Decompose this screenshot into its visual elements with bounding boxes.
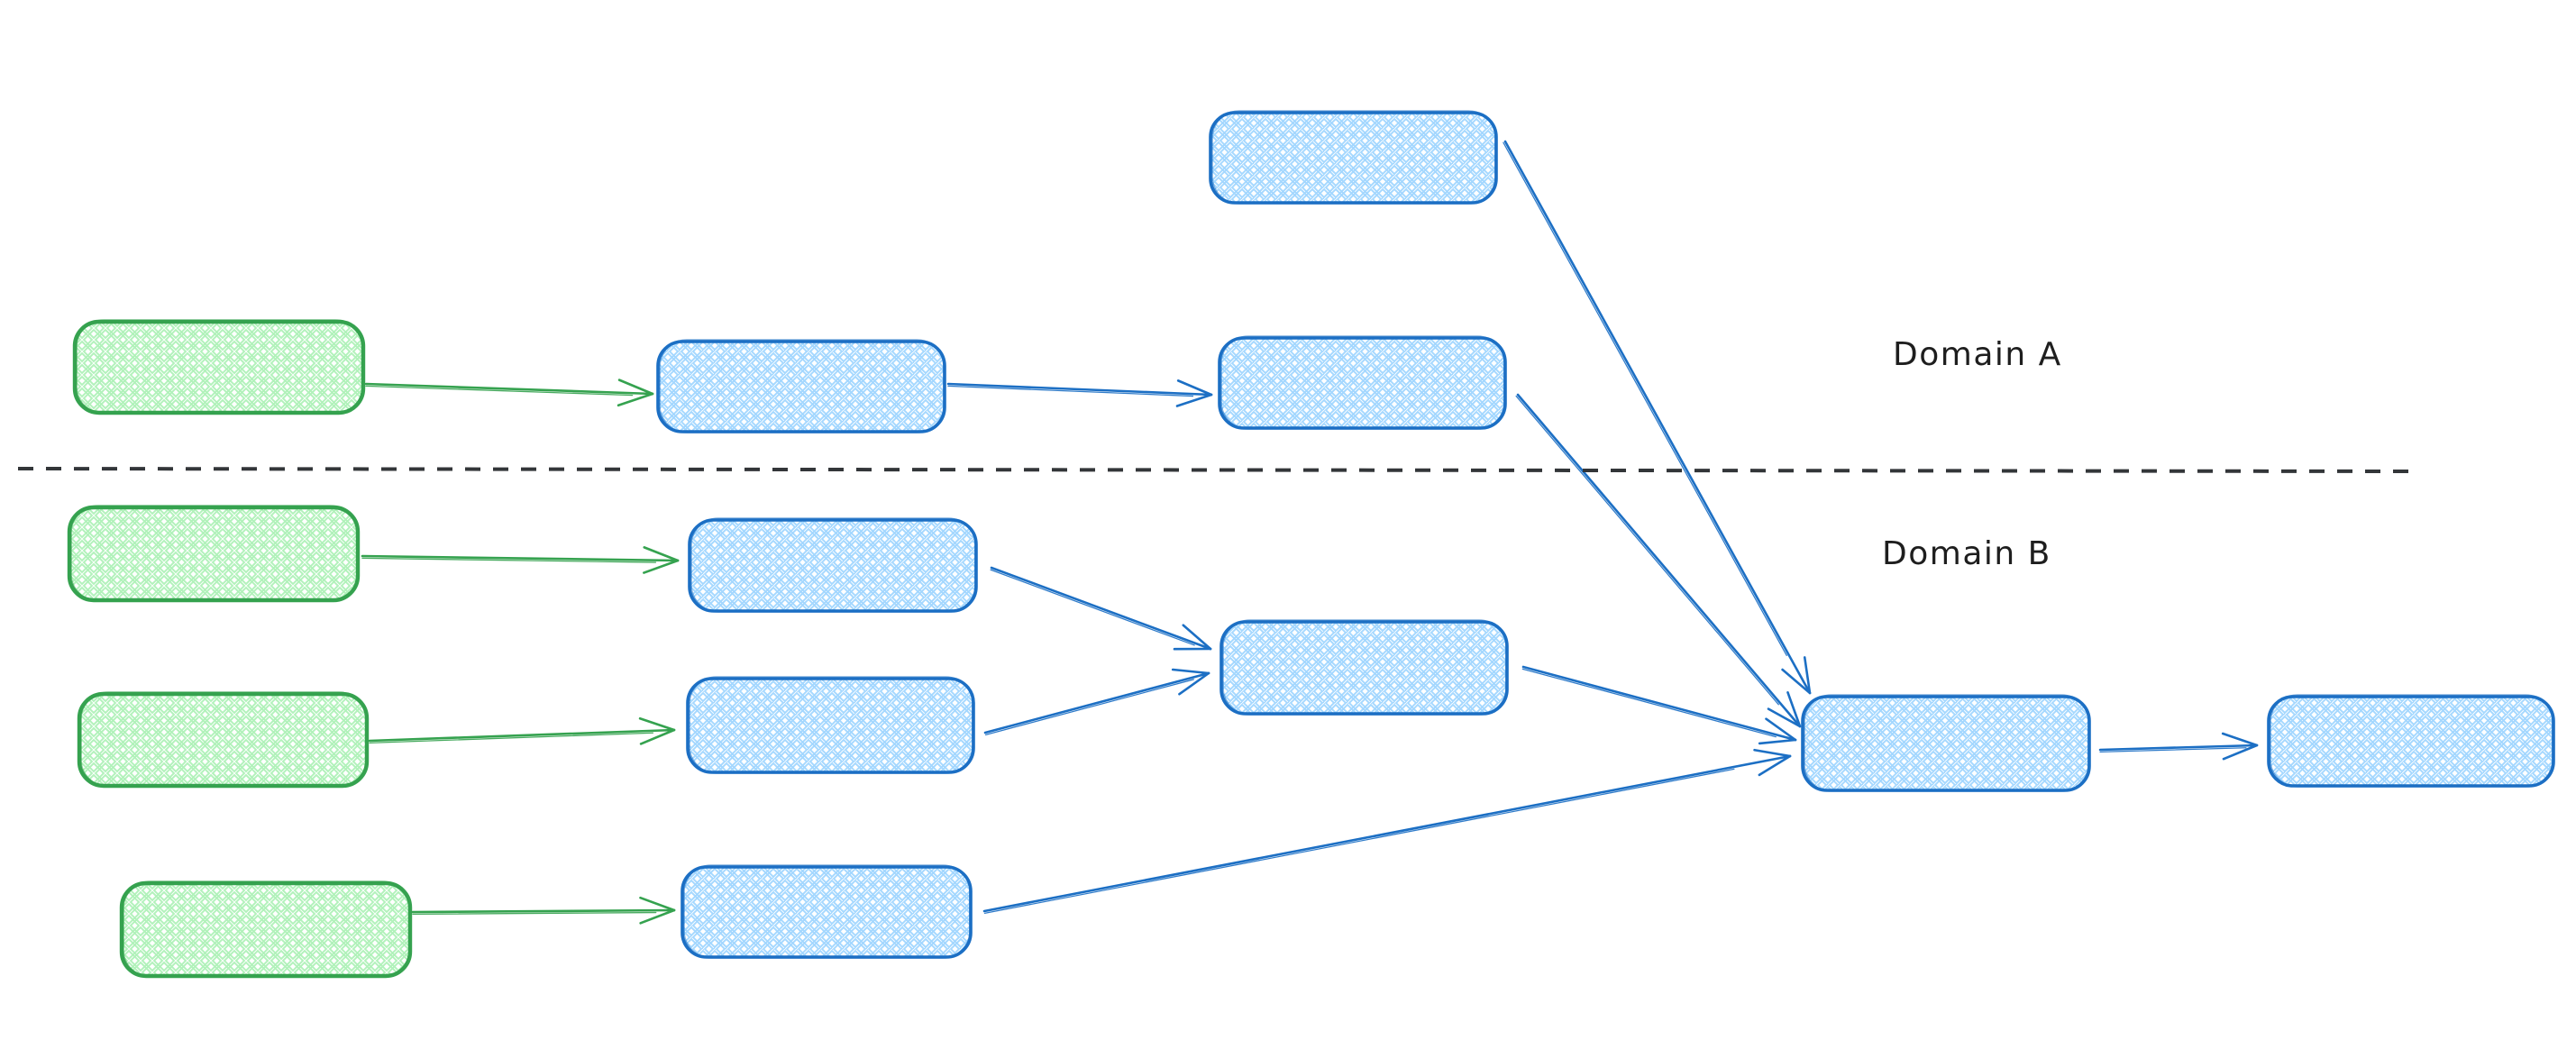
node-output[interactable] <box>2267 694 2555 788</box>
node-domain-a-top-source[interactable] <box>1209 110 1498 205</box>
node-sketch-outline <box>1220 335 1505 430</box>
domain-divider-dashed-line[interactable] <box>17 467 2415 473</box>
edge-domain-b-stage-3-to-hub[interactable] <box>982 748 1792 915</box>
node-domain-a-input[interactable] <box>72 319 366 415</box>
node-domain-a-stage-1[interactable] <box>656 339 946 433</box>
edge-domain-b-input-2-to-stage-2[interactable] <box>368 716 676 745</box>
node-domain-b-stage-1[interactable] <box>688 517 978 613</box>
node-domain-b-input-1[interactable] <box>67 505 361 603</box>
label-domain-b[interactable]: Domain B <box>1882 535 2051 572</box>
edge-domain-b-merge-to-hub[interactable] <box>1521 665 1797 745</box>
node-domain-b-input-3[interactable] <box>119 880 413 979</box>
edge-domain-a-stage-2-to-hub[interactable] <box>1515 393 1802 728</box>
node-sketch-outline <box>689 676 973 774</box>
node-domain-b-stage-2[interactable] <box>686 676 975 774</box>
node-sketch-outline <box>1804 694 2089 792</box>
edge-domain-b-stage-1-to-merge[interactable] <box>990 566 1212 651</box>
edge-top-source-to-hub[interactable] <box>1503 140 1812 695</box>
edge-domain-b-stage-2-to-merge[interactable] <box>983 668 1210 735</box>
edge-domain-b-input-1-to-stage-1[interactable] <box>361 546 680 574</box>
node-sketch-outline <box>76 319 363 415</box>
node-domain-b-stage-3[interactable] <box>681 864 973 959</box>
node-sketch-outline <box>2270 694 2553 788</box>
edge-hub-to-output[interactable] <box>2098 732 2259 761</box>
edge-domain-b-input-3-to-stage-3[interactable] <box>411 896 676 925</box>
node-hub[interactable] <box>1801 694 2091 792</box>
edge-domain-a-input-to-stage-1[interactable] <box>364 379 654 407</box>
node-domain-b-merge[interactable] <box>1219 619 1509 716</box>
node-sketch-outline <box>1211 110 1496 205</box>
node-sketch-outline <box>80 691 367 788</box>
node-sketch-outline <box>690 517 976 613</box>
node-sketch-outline <box>123 880 410 978</box>
node-sketch-outline <box>683 864 971 959</box>
edge-domain-a-stage-1-to-stage-2[interactable] <box>946 379 1213 407</box>
label-domain-a[interactable]: Domain A <box>1893 336 2062 373</box>
node-domain-a-stage-2[interactable] <box>1218 335 1507 430</box>
node-sketch-outline <box>70 505 358 602</box>
node-sketch-outline <box>659 339 945 433</box>
node-domain-b-input-2[interactable] <box>77 691 370 789</box>
node-sketch-outline <box>1222 619 1507 716</box>
